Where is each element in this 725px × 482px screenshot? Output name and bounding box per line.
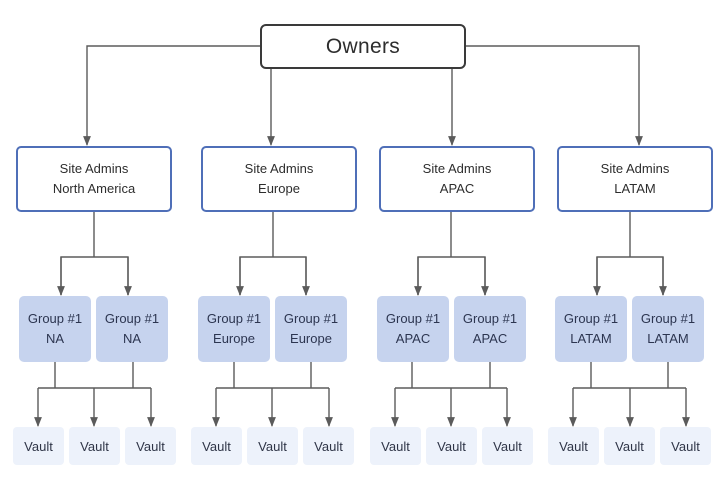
group-region: LATAM xyxy=(570,331,612,346)
vault-label: Vault xyxy=(314,438,343,454)
group-region: Europe xyxy=(213,331,255,346)
admin-title: Site Admins xyxy=(600,161,670,176)
group-title: Group #1 xyxy=(385,311,441,326)
group-node-na-1: Group #1 NA xyxy=(19,296,91,362)
vault-node: Vault xyxy=(604,427,655,465)
admin-title: Site Admins xyxy=(244,161,314,176)
site-admins-node-apac: Site Admins APAC xyxy=(379,146,535,212)
admin-title: Site Admins xyxy=(422,161,492,176)
vault-label: Vault xyxy=(80,438,109,454)
group-title: Group #1 xyxy=(206,311,262,326)
group-node-na-2: Group #1 NA xyxy=(96,296,168,362)
admin-region: APAC xyxy=(439,181,475,196)
group-region: NA xyxy=(45,331,65,346)
group-node-europe-2: Group #1 Europe xyxy=(275,296,347,362)
vault-label: Vault xyxy=(136,438,165,454)
site-admins-node-europe: Site Admins Europe xyxy=(201,146,357,212)
vault-label: Vault xyxy=(615,438,644,454)
group-region: NA xyxy=(122,331,142,346)
site-admins-node-north-america: Site Admins North America xyxy=(16,146,172,212)
admin-region: Europe xyxy=(258,181,300,196)
vault-node: Vault xyxy=(13,427,64,465)
vault-label: Vault xyxy=(493,438,522,454)
owners-label: Owners xyxy=(325,34,401,58)
group-region: LATAM xyxy=(647,331,689,346)
owners-to-admin-connector xyxy=(83,45,260,146)
admin-branch-connector xyxy=(596,256,664,295)
admin-branch-connector xyxy=(239,256,307,295)
group-region: APAC xyxy=(395,331,431,346)
admin-title: Site Admins xyxy=(59,161,129,176)
vault-label: Vault xyxy=(671,438,700,454)
group-title: Group #1 xyxy=(640,311,696,326)
vault-label: Vault xyxy=(24,438,53,454)
vault-node: Vault xyxy=(69,427,120,465)
vault-label: Vault xyxy=(559,438,588,454)
vault-node: Vault xyxy=(191,427,242,465)
group-title: Group #1 xyxy=(563,311,619,326)
site-admins-node-latam: Site Admins LATAM xyxy=(557,146,713,212)
group-node-latam-1: Group #1 LATAM xyxy=(555,296,627,362)
group-node-apac-2: Group #1 APAC xyxy=(454,296,526,362)
vault-node: Vault xyxy=(426,427,477,465)
vault-node: Vault xyxy=(370,427,421,465)
vault-label: Vault xyxy=(202,438,231,454)
group-title: Group #1 xyxy=(27,311,83,326)
vault-node: Vault xyxy=(247,427,298,465)
vault-label: Vault xyxy=(437,438,466,454)
vault-node: Vault xyxy=(548,427,599,465)
group-node-europe-1: Group #1 Europe xyxy=(198,296,270,362)
vault-node: Vault xyxy=(482,427,533,465)
group-title: Group #1 xyxy=(283,311,339,326)
vault-node: Vault xyxy=(125,427,176,465)
admin-region: North America xyxy=(52,181,136,196)
vault-label: Vault xyxy=(381,438,410,454)
vault-node: Vault xyxy=(660,427,711,465)
group-region: Europe xyxy=(290,331,332,346)
admin-branch-connector xyxy=(60,256,129,295)
group-title: Group #1 xyxy=(104,311,160,326)
admin-branch-connector xyxy=(417,256,486,295)
vault-node: Vault xyxy=(303,427,354,465)
group-node-latam-2: Group #1 LATAM xyxy=(632,296,704,362)
group-title: Group #1 xyxy=(462,311,518,326)
owners-to-admin-connector xyxy=(466,45,643,146)
admin-region: LATAM xyxy=(614,181,656,196)
owners-node: Owners xyxy=(260,24,466,69)
group-node-apac-1: Group #1 APAC xyxy=(377,296,449,362)
vault-label: Vault xyxy=(258,438,287,454)
group-region: APAC xyxy=(472,331,508,346)
